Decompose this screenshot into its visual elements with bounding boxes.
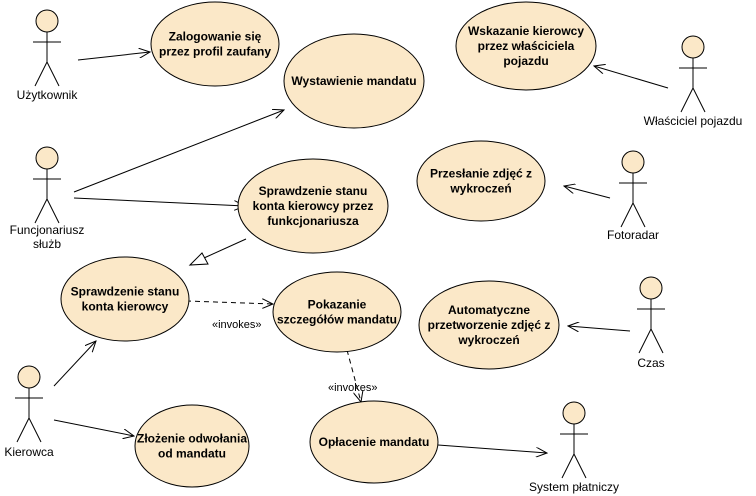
actor-head <box>17 365 41 389</box>
actor-body <box>15 388 43 443</box>
usecase-label-line: konta kierowcy <box>82 300 169 314</box>
usecase-wystawienie[interactable]: Wystawienie mandatu <box>283 33 425 129</box>
actor-fotoradar[interactable]: Fotoradar <box>607 150 659 242</box>
actor-body <box>560 424 588 479</box>
invokes-pokazanie-oplacenie <box>346 349 361 402</box>
usecase-label-line: Wskazanie kierowcy <box>468 24 584 38</box>
usecase-oplacenie[interactable]: Opłacenie mandatu <box>309 400 439 484</box>
actor-label-line: System płatniczy <box>529 480 619 494</box>
actor-body <box>679 58 707 113</box>
usecase-label-line: funkcjonariusza <box>267 214 359 228</box>
assoc-uzytkownik-zalogowanie <box>77 52 150 61</box>
actor-label-line: Funcjonariusz <box>10 223 85 237</box>
invokes-label-1: «invokes» <box>212 319 262 331</box>
assoc-czas-automatyczne <box>568 326 631 331</box>
actor-kierowca[interactable]: Kierowca <box>4 365 54 459</box>
invokes-label-2: «invokes» <box>328 382 378 394</box>
assoc-kierowca-zlozenie <box>53 419 134 436</box>
actor-head <box>562 401 586 425</box>
actor-body <box>619 173 647 228</box>
actor-label-line: Czas <box>637 356 664 370</box>
assoc-wlasciciel-wskazanie <box>594 66 669 89</box>
usecase-label-line: wykroczeń <box>449 182 511 196</box>
generalization-line <box>203 238 247 259</box>
actor-head <box>621 150 645 174</box>
actor-body <box>33 169 61 224</box>
generalization-arrowhead <box>188 252 209 266</box>
usecase-label-line: przez profil zaufany <box>159 45 271 59</box>
assoc-kierowca-sprawdzenie <box>53 341 96 387</box>
usecase-label-line: wykroczeń <box>457 333 519 347</box>
usecase-label-line: Zalogowanie się <box>169 30 262 44</box>
usecase-label-line: Automatyczne <box>448 303 530 317</box>
usecase-label-line: Opłacenie mandatu <box>319 435 430 449</box>
actor-head <box>639 276 663 300</box>
assoc-funkcjonariusz-wystawienie <box>73 110 284 193</box>
usecase-label-line: Złożenie odwołania <box>137 432 247 446</box>
usecase-label-line: od mandatu <box>158 447 226 461</box>
usecase-label-line: przez właściciela <box>478 39 575 53</box>
assoc-oplacenie-system <box>437 444 547 453</box>
invokes-sprawdzenie-pokazanie <box>185 301 273 304</box>
usecase-label-line: Pokazanie <box>308 298 367 312</box>
actor-label-line: Kierowca <box>4 445 54 459</box>
usecase-label-line: Wystawienie mandatu <box>291 74 416 88</box>
actor-wlasciciel[interactable]: Właściciel pojazdu <box>644 35 743 128</box>
usecase-label-line: Sprawdzenie stanu <box>71 285 180 299</box>
actor-czas[interactable]: Czas <box>637 276 665 370</box>
usecase-label-line: pojazdu <box>503 54 548 68</box>
actor-system[interactable]: System płatniczy <box>529 401 619 494</box>
actor-head <box>35 9 59 33</box>
actor-body <box>33 32 61 87</box>
actor-label-line: Fotoradar <box>607 228 659 242</box>
usecase-label-line: konta kierowcy przez <box>253 199 374 213</box>
assoc-fotoradar-przeslanie <box>564 186 611 199</box>
usecase-label-line: Przesłanie zdjęć z <box>430 167 532 181</box>
actor-label-line: służb <box>33 237 61 251</box>
usecase-label-line: szczegółów mandatu <box>277 313 397 327</box>
actor-head <box>35 146 59 170</box>
actor-uzytkownik[interactable]: Użytkownik <box>17 9 79 102</box>
usecase-label-line: Sprawdzenie stanu <box>259 184 368 198</box>
actor-head <box>681 35 705 59</box>
assoc-funkcjonariusz-sprawdzenie-funk <box>73 197 245 206</box>
actor-label-line: Właściciel pojazdu <box>644 114 743 128</box>
usecase-label-line: przetworzenie zdjęć z <box>428 318 551 332</box>
actor-label-line: Użytkownik <box>17 88 79 102</box>
actor-body <box>637 299 665 354</box>
